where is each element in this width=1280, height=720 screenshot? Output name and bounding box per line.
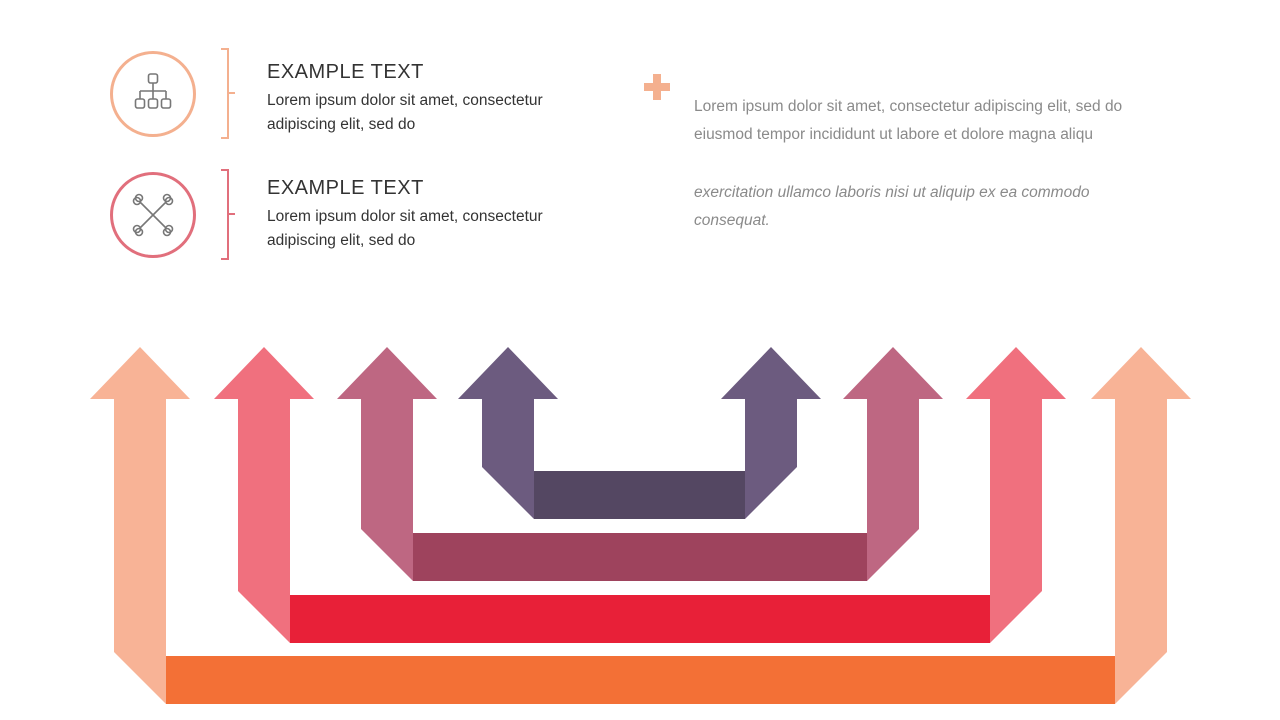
- arrow-left-1: [90, 347, 190, 704]
- item-1-title: EXAMPLE TEXT: [267, 61, 424, 83]
- arrow-right-2: [966, 347, 1066, 643]
- u-bar-3: [413, 533, 867, 581]
- arrow-right-3: [843, 347, 943, 581]
- icon-circle-1: [110, 51, 196, 137]
- right-italic-paragraph: exercitation ullamco laboris nisi ut ali…: [694, 184, 1090, 229]
- arrow-left-3: [337, 347, 437, 581]
- u-bar-2: [290, 595, 990, 643]
- bracket-1: [221, 48, 235, 139]
- right-paragraph: Lorem ipsum dolor sit amet, consectetur …: [694, 98, 1123, 143]
- arrow-left-2: [214, 347, 314, 643]
- crossed-bones-icon: [132, 193, 174, 237]
- item-2-title: EXAMPLE TEXT: [267, 177, 424, 199]
- org-chart-icon: [134, 73, 172, 109]
- icon-circle-2: [110, 172, 196, 258]
- arrow-right-1: [1091, 347, 1191, 704]
- item-1-body: Lorem ipsum dolor sit amet, consectetur …: [267, 92, 543, 133]
- u-bar-4: [534, 471, 745, 519]
- plus-icon: [644, 74, 670, 100]
- u-bar-1: [166, 656, 1115, 704]
- arrow-left-4: [458, 347, 558, 519]
- arrow-right-4: [721, 347, 821, 519]
- item-2-body: Lorem ipsum dolor sit amet, consectetur …: [267, 208, 543, 249]
- bracket-2: [221, 169, 235, 260]
